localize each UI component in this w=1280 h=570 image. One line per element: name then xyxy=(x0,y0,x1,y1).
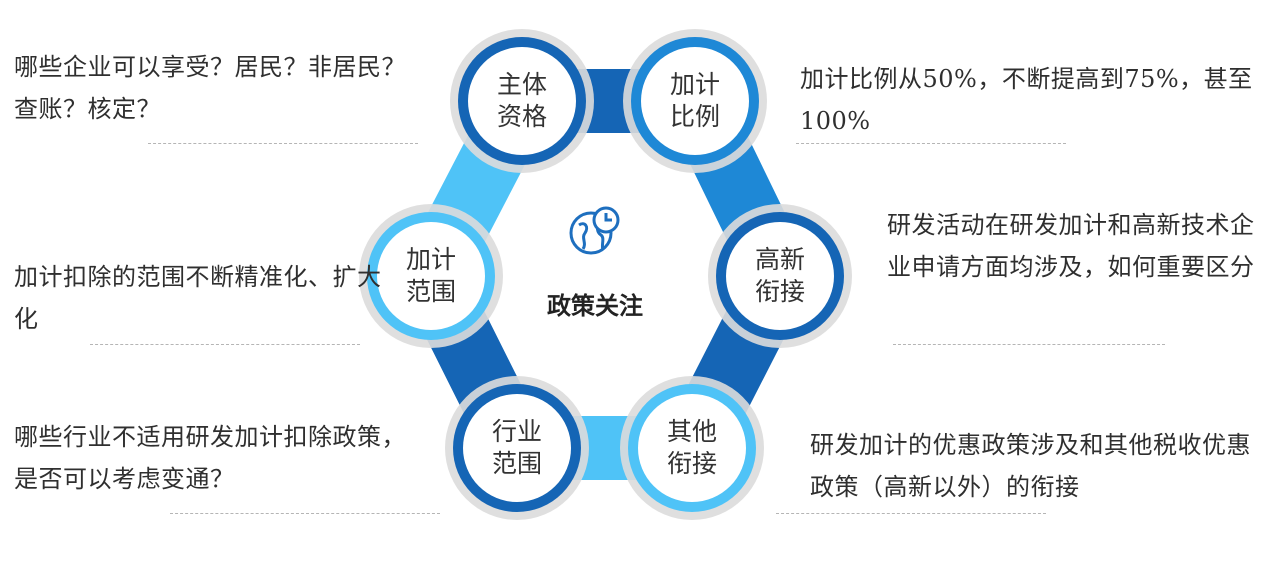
desc-other: 研发加计的优惠政策涉及和其他税收优惠政策（高新以外）的衔接 xyxy=(810,431,1251,501)
node-subject: 主体资格 xyxy=(468,47,576,155)
node-ratio: 加计比例 xyxy=(641,47,749,155)
desc-ratio: 加计比例从50%，不断提高到75%，甚至100% xyxy=(800,65,1253,135)
node-hitech: 高新衔接 xyxy=(726,222,834,330)
node-industry: 行业范围 xyxy=(463,394,571,502)
divider-scope xyxy=(90,344,360,345)
node-scope: 加计范围 xyxy=(377,222,485,330)
node-disc-other xyxy=(638,394,746,502)
node-other-label: 其他衔接 xyxy=(666,417,717,478)
desc-scope: 加计扣除的范围不断精准化、扩大化 xyxy=(14,263,382,333)
node-ratio-label: 加计比例 xyxy=(669,70,720,131)
node-disc-industry xyxy=(463,394,571,502)
divider-other xyxy=(776,513,1046,514)
node-disc-scope xyxy=(377,222,485,330)
node-hitech-label: 高新衔接 xyxy=(754,245,805,306)
node-scope-label: 加计范围 xyxy=(405,245,456,306)
divider-subject xyxy=(148,143,418,144)
center-disc xyxy=(490,158,726,394)
node-disc-subject xyxy=(468,47,576,155)
node-industry-label: 行业范围 xyxy=(491,417,542,478)
desc-industry: 哪些行业不适用研发加计扣除政策，是否可以考虑变通？ xyxy=(14,423,406,493)
node-disc-ratio xyxy=(641,47,749,155)
divider-ratio xyxy=(796,143,1066,144)
node-subject-label: 主体资格 xyxy=(496,70,547,131)
node-disc-hitech xyxy=(726,222,834,330)
globe-clock-icon xyxy=(569,206,620,255)
desc-subject: 哪些企业可以享受？居民？非居民？查账？核定？ xyxy=(14,53,406,123)
node-other: 其他衔接 xyxy=(638,394,746,502)
divider-industry xyxy=(170,513,440,514)
divider-hitech xyxy=(893,344,1165,345)
desc-hitech: 研发活动在研发加计和高新技术企业申请方面均涉及，如何重要区分 xyxy=(887,211,1255,281)
center-label: 政策关注 xyxy=(547,291,643,320)
